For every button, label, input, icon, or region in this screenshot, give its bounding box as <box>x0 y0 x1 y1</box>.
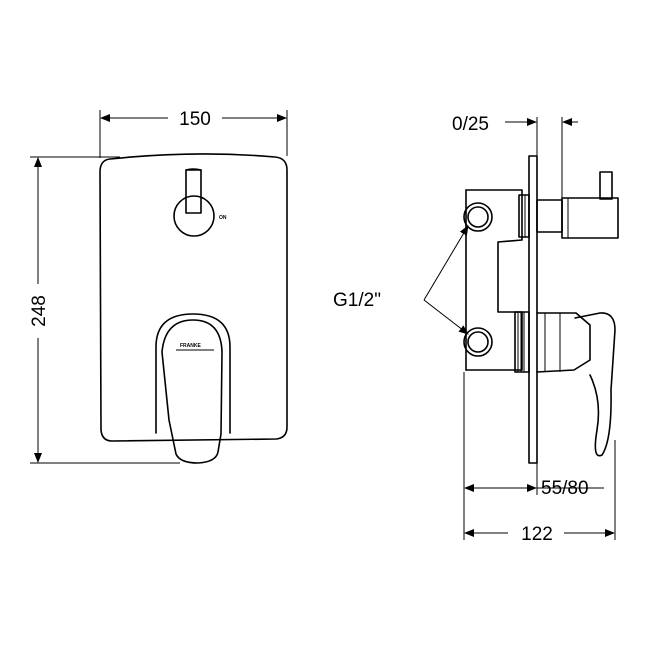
valve-body <box>465 189 523 371</box>
cover-plate <box>99 153 288 442</box>
mixer-lever: FRANKE <box>155 313 231 464</box>
dim-protrusion-text: 0/25 <box>452 114 489 135</box>
side-view <box>463 155 619 464</box>
thread-callout-text: G1/2" <box>333 290 381 311</box>
inlet-top <box>463 202 493 232</box>
dimension-total-depth: 122 <box>464 440 616 545</box>
dimension-wall-depth: 55/80 <box>463 372 604 540</box>
thread-callout: G1/2" <box>333 225 469 335</box>
diverter-side <box>536 171 619 239</box>
dimension-height: 248 <box>29 156 180 464</box>
knob-label: ON <box>219 215 227 221</box>
dim-total-depth-text: 122 <box>521 524 553 545</box>
lever-brand: FRANKE <box>180 343 201 349</box>
dim-wall-depth-text: 55/80 <box>541 478 589 499</box>
wall-plate <box>528 155 538 464</box>
diverter-knob: ON <box>173 168 227 237</box>
dim-height-text: 248 <box>29 295 50 327</box>
dim-width-text: 150 <box>179 109 211 130</box>
lever-side <box>536 312 616 457</box>
front-view: ON FRANKE <box>99 153 288 464</box>
inlet-bottom <box>463 327 493 357</box>
dimension-protrusion: 0/25 <box>452 114 578 198</box>
dimension-width: 150 <box>99 109 288 158</box>
